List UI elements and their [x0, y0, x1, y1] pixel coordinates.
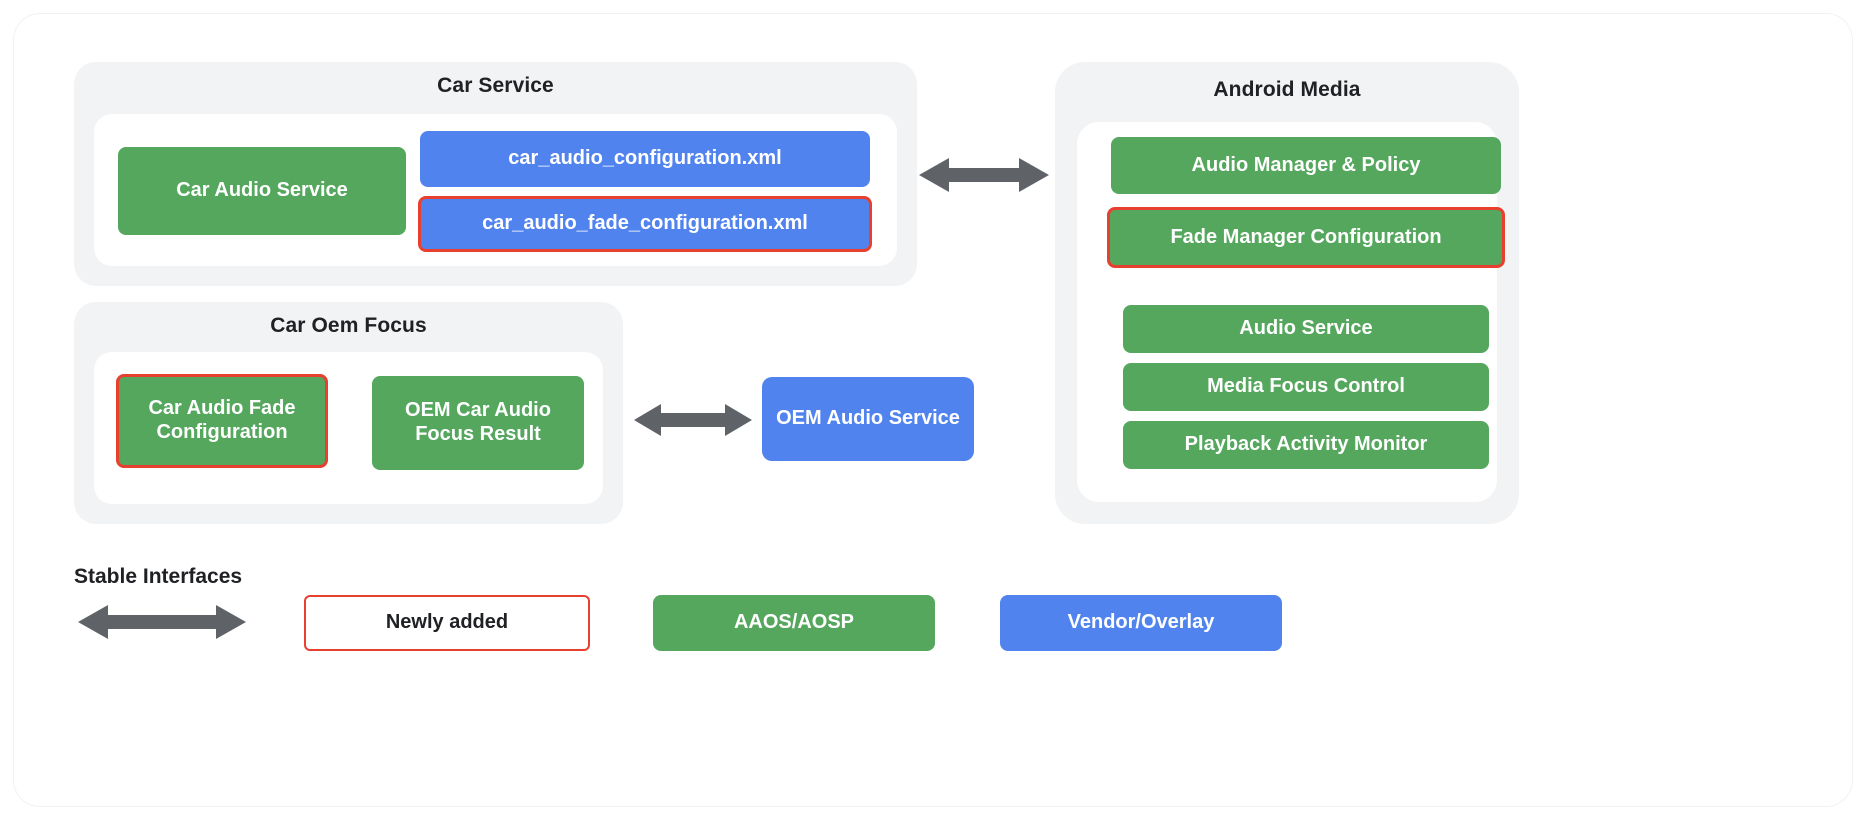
node-oem-audio-service[interactable]: OEM Audio Service — [762, 377, 974, 461]
node-label: Audio Service — [1239, 317, 1373, 340]
node-fade-manager-configuration[interactable]: Fade Manager Configuration — [1107, 207, 1505, 268]
legend-item-label: AAOS/AOSP — [733, 611, 855, 634]
double-headed-arrow-car-oem-focus-to-oem-audio-service — [634, 401, 752, 439]
legend-item-label: Newly added — [385, 611, 509, 634]
group-car-oem-focus: Car Oem Focus Car Audio Fade Configurati… — [74, 302, 623, 524]
node-playback-activity-monitor[interactable]: Playback Activity Monitor — [1123, 421, 1489, 469]
node-label: Car Audio Fade Configuration — [148, 397, 296, 443]
node-car-audio-service[interactable]: Car Audio Service — [118, 147, 406, 235]
node-label: OEM Audio Service — [776, 407, 960, 430]
legend-item-label: Vendor/Overlay — [1067, 611, 1215, 634]
legend-item-aaos-aosp[interactable]: AAOS/AOSP — [653, 595, 935, 651]
group-android-media: Android Media Audio Manager & Policy Fad… — [1055, 62, 1519, 524]
node-oem-car-audio-focus-result[interactable]: OEM Car Audio Focus Result — [372, 376, 584, 470]
group-title-car-oem-focus: Car Oem Focus — [270, 314, 427, 337]
legend-item-newly-added[interactable]: Newly added — [304, 595, 590, 651]
node-audio-service[interactable]: Audio Service — [1123, 305, 1489, 353]
node-label: Car Audio Service — [176, 179, 348, 202]
node-audio-manager-policy[interactable]: Audio Manager & Policy — [1111, 137, 1501, 194]
legend-title: Stable Interfaces — [74, 565, 243, 588]
node-car-audio-fade-configuration-xml[interactable]: car_audio_fade_configuration.xml — [418, 196, 872, 252]
legend-double-headed-arrow — [78, 603, 246, 641]
legend-item-vendor-overlay[interactable]: Vendor/Overlay — [1000, 595, 1282, 651]
node-label: Playback Activity Monitor — [1184, 433, 1428, 456]
node-car-audio-configuration-xml[interactable]: car_audio_configuration.xml — [420, 131, 870, 187]
node-media-focus-control[interactable]: Media Focus Control — [1123, 363, 1489, 411]
diagram-canvas: Car Service Car Audio Service car_audio_… — [14, 14, 1852, 806]
group-inner-android-media: Audio Manager & Policy Fade Manager Conf… — [1077, 122, 1505, 502]
group-inner-car-service: Car Audio Service car_audio_configuratio… — [94, 114, 897, 266]
node-label: Media Focus Control — [1207, 375, 1405, 398]
group-inner-car-oem-focus: Car Audio Fade Configuration OEM Car Aud… — [94, 352, 603, 504]
group-title-android-media: Android Media — [1213, 78, 1361, 101]
node-label: car_audio_fade_configuration.xml — [482, 212, 808, 235]
group-car-service: Car Service Car Audio Service car_audio_… — [74, 62, 917, 286]
node-label: car_audio_configuration.xml — [508, 147, 782, 170]
node-label: OEM Car Audio Focus Result — [405, 399, 551, 445]
node-label: Fade Manager Configuration — [1170, 225, 1442, 248]
group-title-car-service: Car Service — [437, 74, 554, 97]
node-car-audio-fade-configuration[interactable]: Car Audio Fade Configuration — [116, 374, 328, 468]
double-headed-arrow-car-service-to-android-media — [919, 154, 1049, 196]
node-label: Audio Manager & Policy — [1191, 153, 1421, 176]
